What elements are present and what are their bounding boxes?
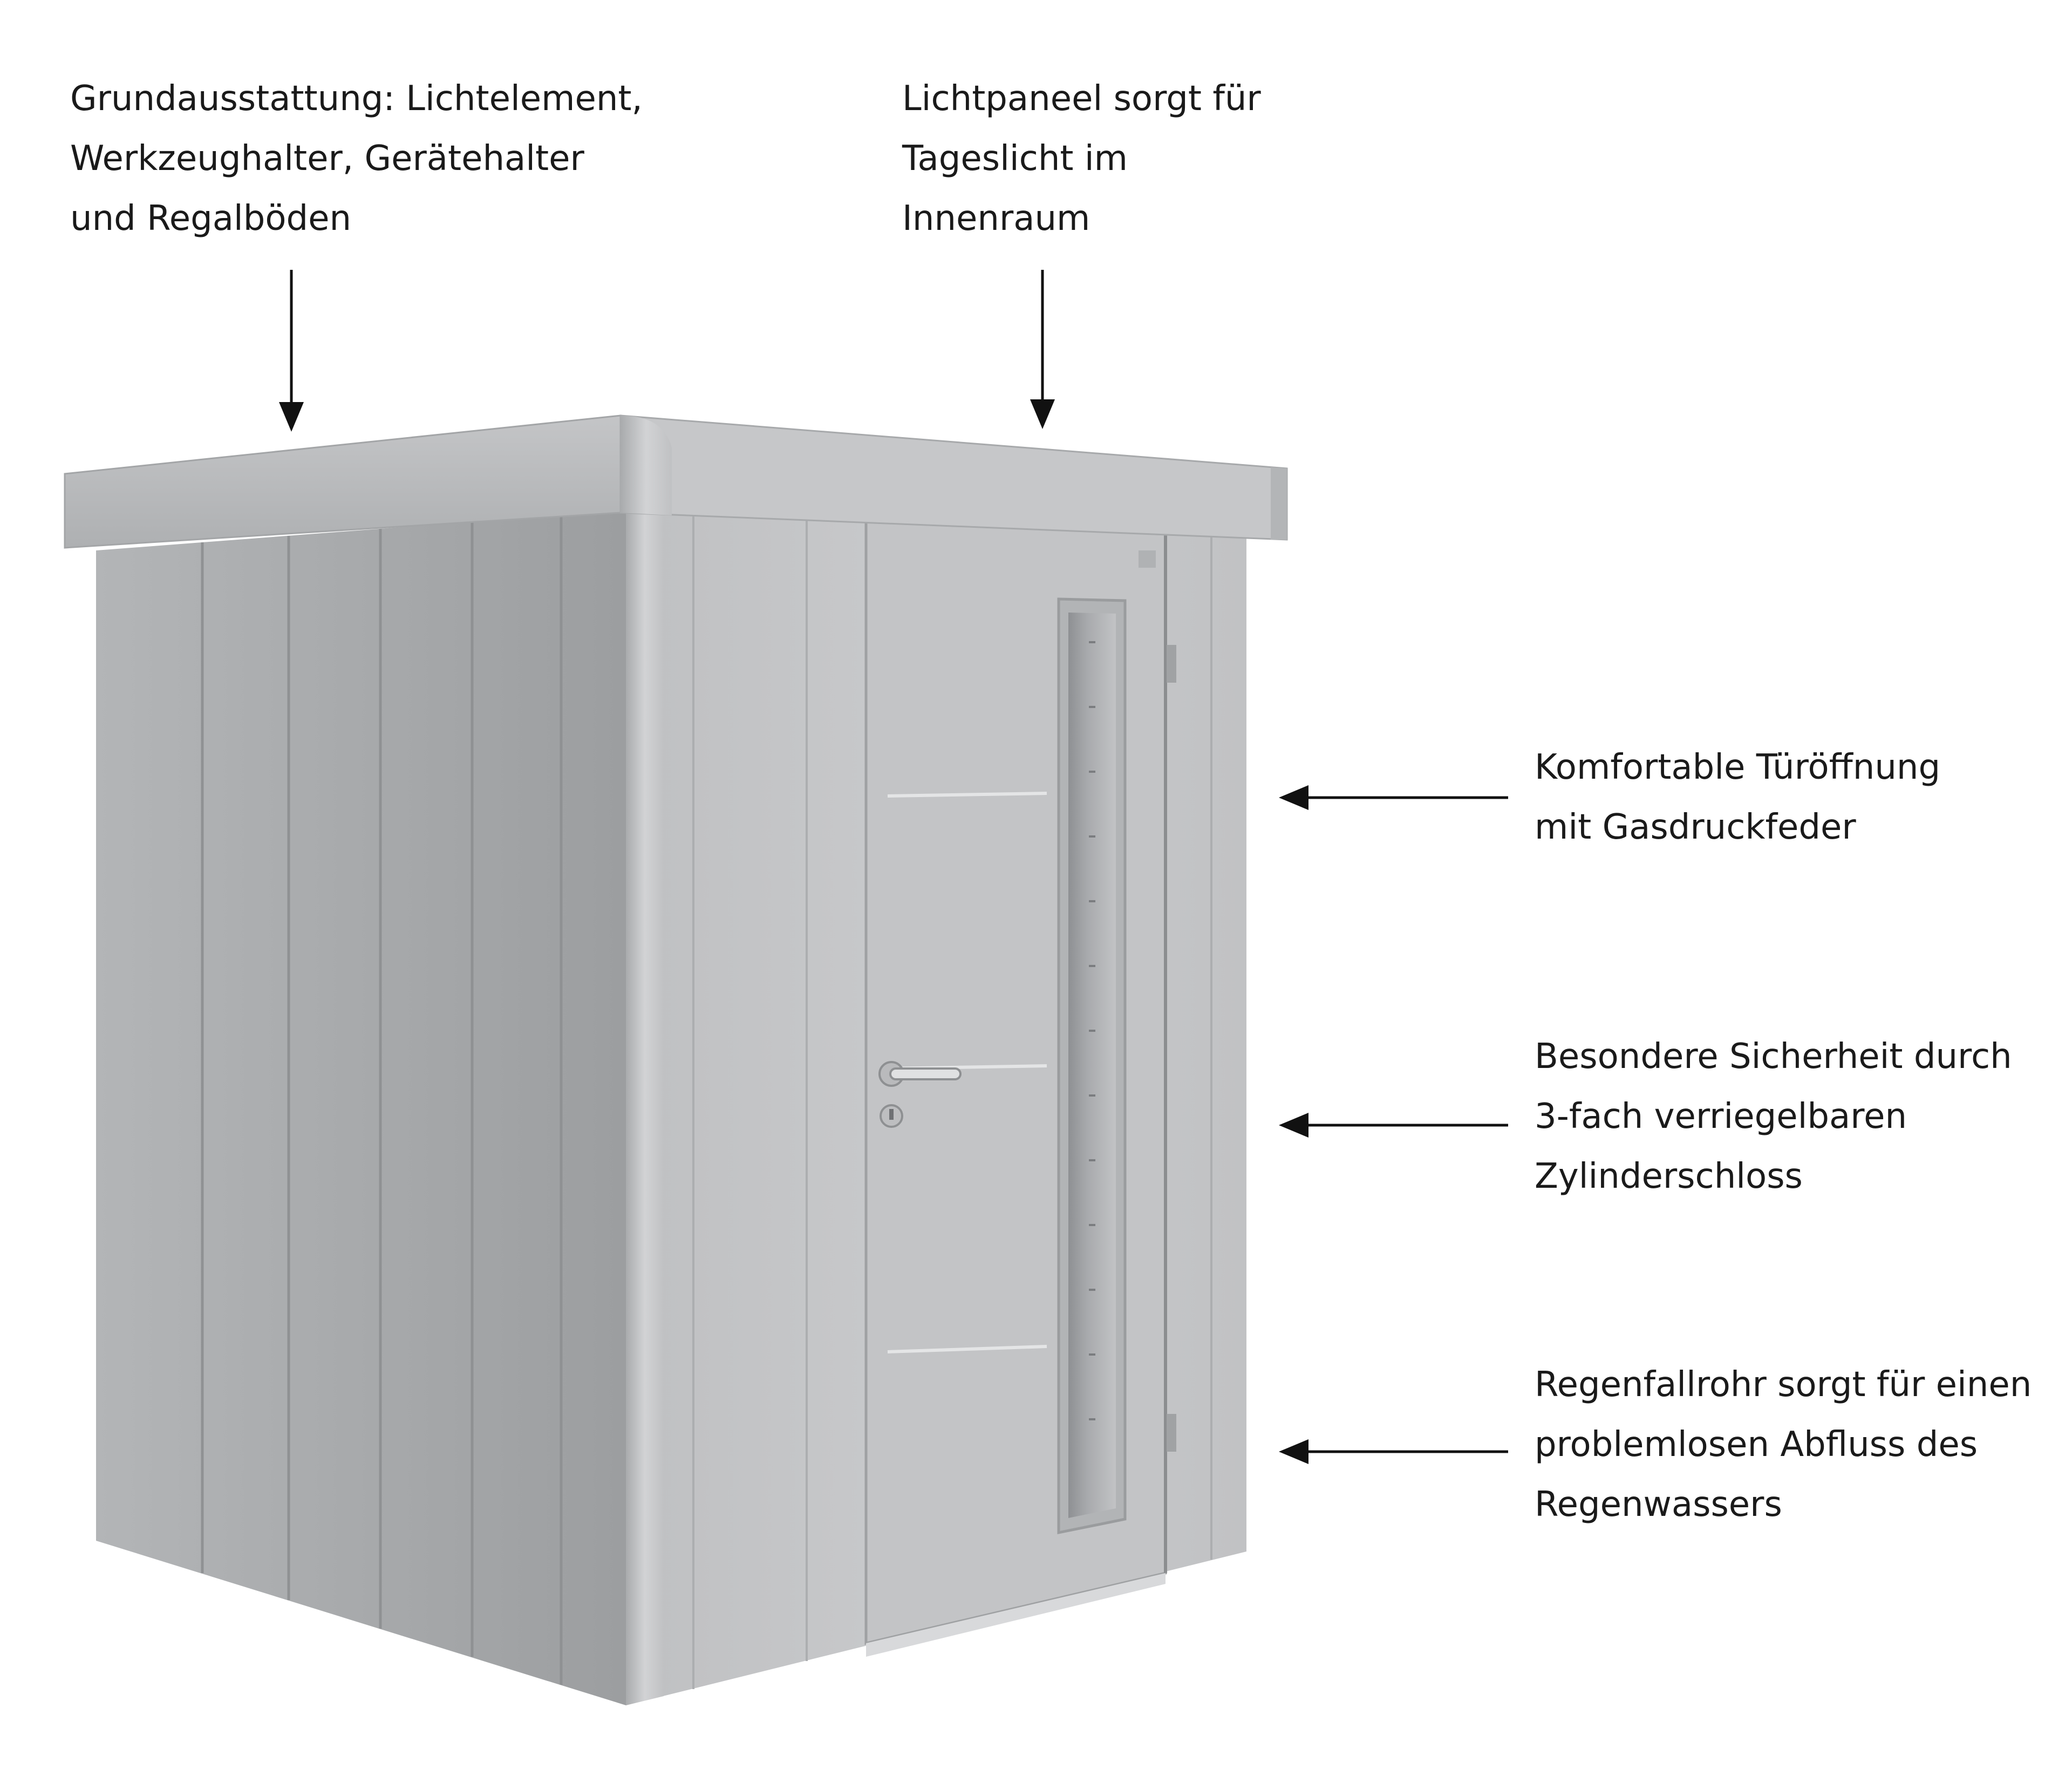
arrow-downpipe (1279, 1439, 1508, 1464)
callout-downpipe-line-3: Regenwassers (1535, 1485, 1782, 1525)
arrow-security (1279, 1113, 1508, 1138)
callout-light-panel-line-3: Innenraum (902, 199, 1090, 239)
callout-security-line-2: 3-fach verriegelbaren (1535, 1097, 1907, 1137)
door-window-glass (1068, 613, 1116, 1518)
shed-corner-post (626, 510, 664, 1705)
callout-light-panel: Lichtpaneel sorgt für Tageslicht im Inne… (902, 69, 1261, 249)
door-hinge-bottom (1167, 1414, 1176, 1452)
callout-downpipe-line-2: problemlosen Abfluss des (1535, 1425, 1978, 1465)
callout-equipment-line-1: Grundausstattung: Lichtelement, (70, 79, 643, 119)
arrow-light-panel (1030, 270, 1055, 429)
callout-door-opening-line-1: Komfortable Türöffnung (1535, 747, 1941, 787)
callout-security: Besondere Sicherheit durch 3-fach verrie… (1535, 1027, 2012, 1207)
callout-security-line-3: Zylinderschloss (1535, 1156, 1803, 1196)
arrow-equipment (279, 270, 304, 432)
roof-downpipe-edge (1271, 467, 1287, 540)
arrow-door-opening (1279, 785, 1508, 810)
callout-equipment-line-2: Werkzeughalter, Gerätehalter (70, 139, 584, 179)
window-shelf-marks (1089, 641, 1095, 1420)
shed-side-wall (96, 510, 626, 1705)
door-handle[interactable] (878, 1061, 962, 1087)
side-wall-grooves (201, 515, 563, 1685)
callout-door-opening-line-2: mit Gasdruckfeder (1535, 807, 1856, 847)
callout-downpipe-line-1: Regenfallrohr sorgt für einen (1535, 1365, 2032, 1405)
callout-door-opening: Komfortable Türöffnung mit Gasdruckfeder (1535, 738, 1940, 858)
callout-security-line-1: Besondere Sicherheit durch (1535, 1037, 2012, 1077)
front-wall-grooves (692, 513, 1212, 1689)
door-threshold (866, 1573, 1166, 1657)
door-hinge-top (1167, 645, 1176, 683)
shed-roof-corner (621, 416, 672, 515)
callout-light-panel-line-1: Lichtpaneel sorgt für (902, 79, 1261, 119)
callout-equipment-line-3: und Regalböden (70, 199, 352, 239)
callout-downpipe: Regenfallrohr sorgt für einen problemlos… (1535, 1355, 2032, 1535)
door-vent-badge (1139, 550, 1156, 568)
callout-equipment: Grundausstattung: Lichtelement, Werkzeug… (70, 69, 643, 249)
cylinder-lock-icon (880, 1104, 903, 1128)
callout-light-panel-line-2: Tageslicht im (902, 139, 1128, 179)
